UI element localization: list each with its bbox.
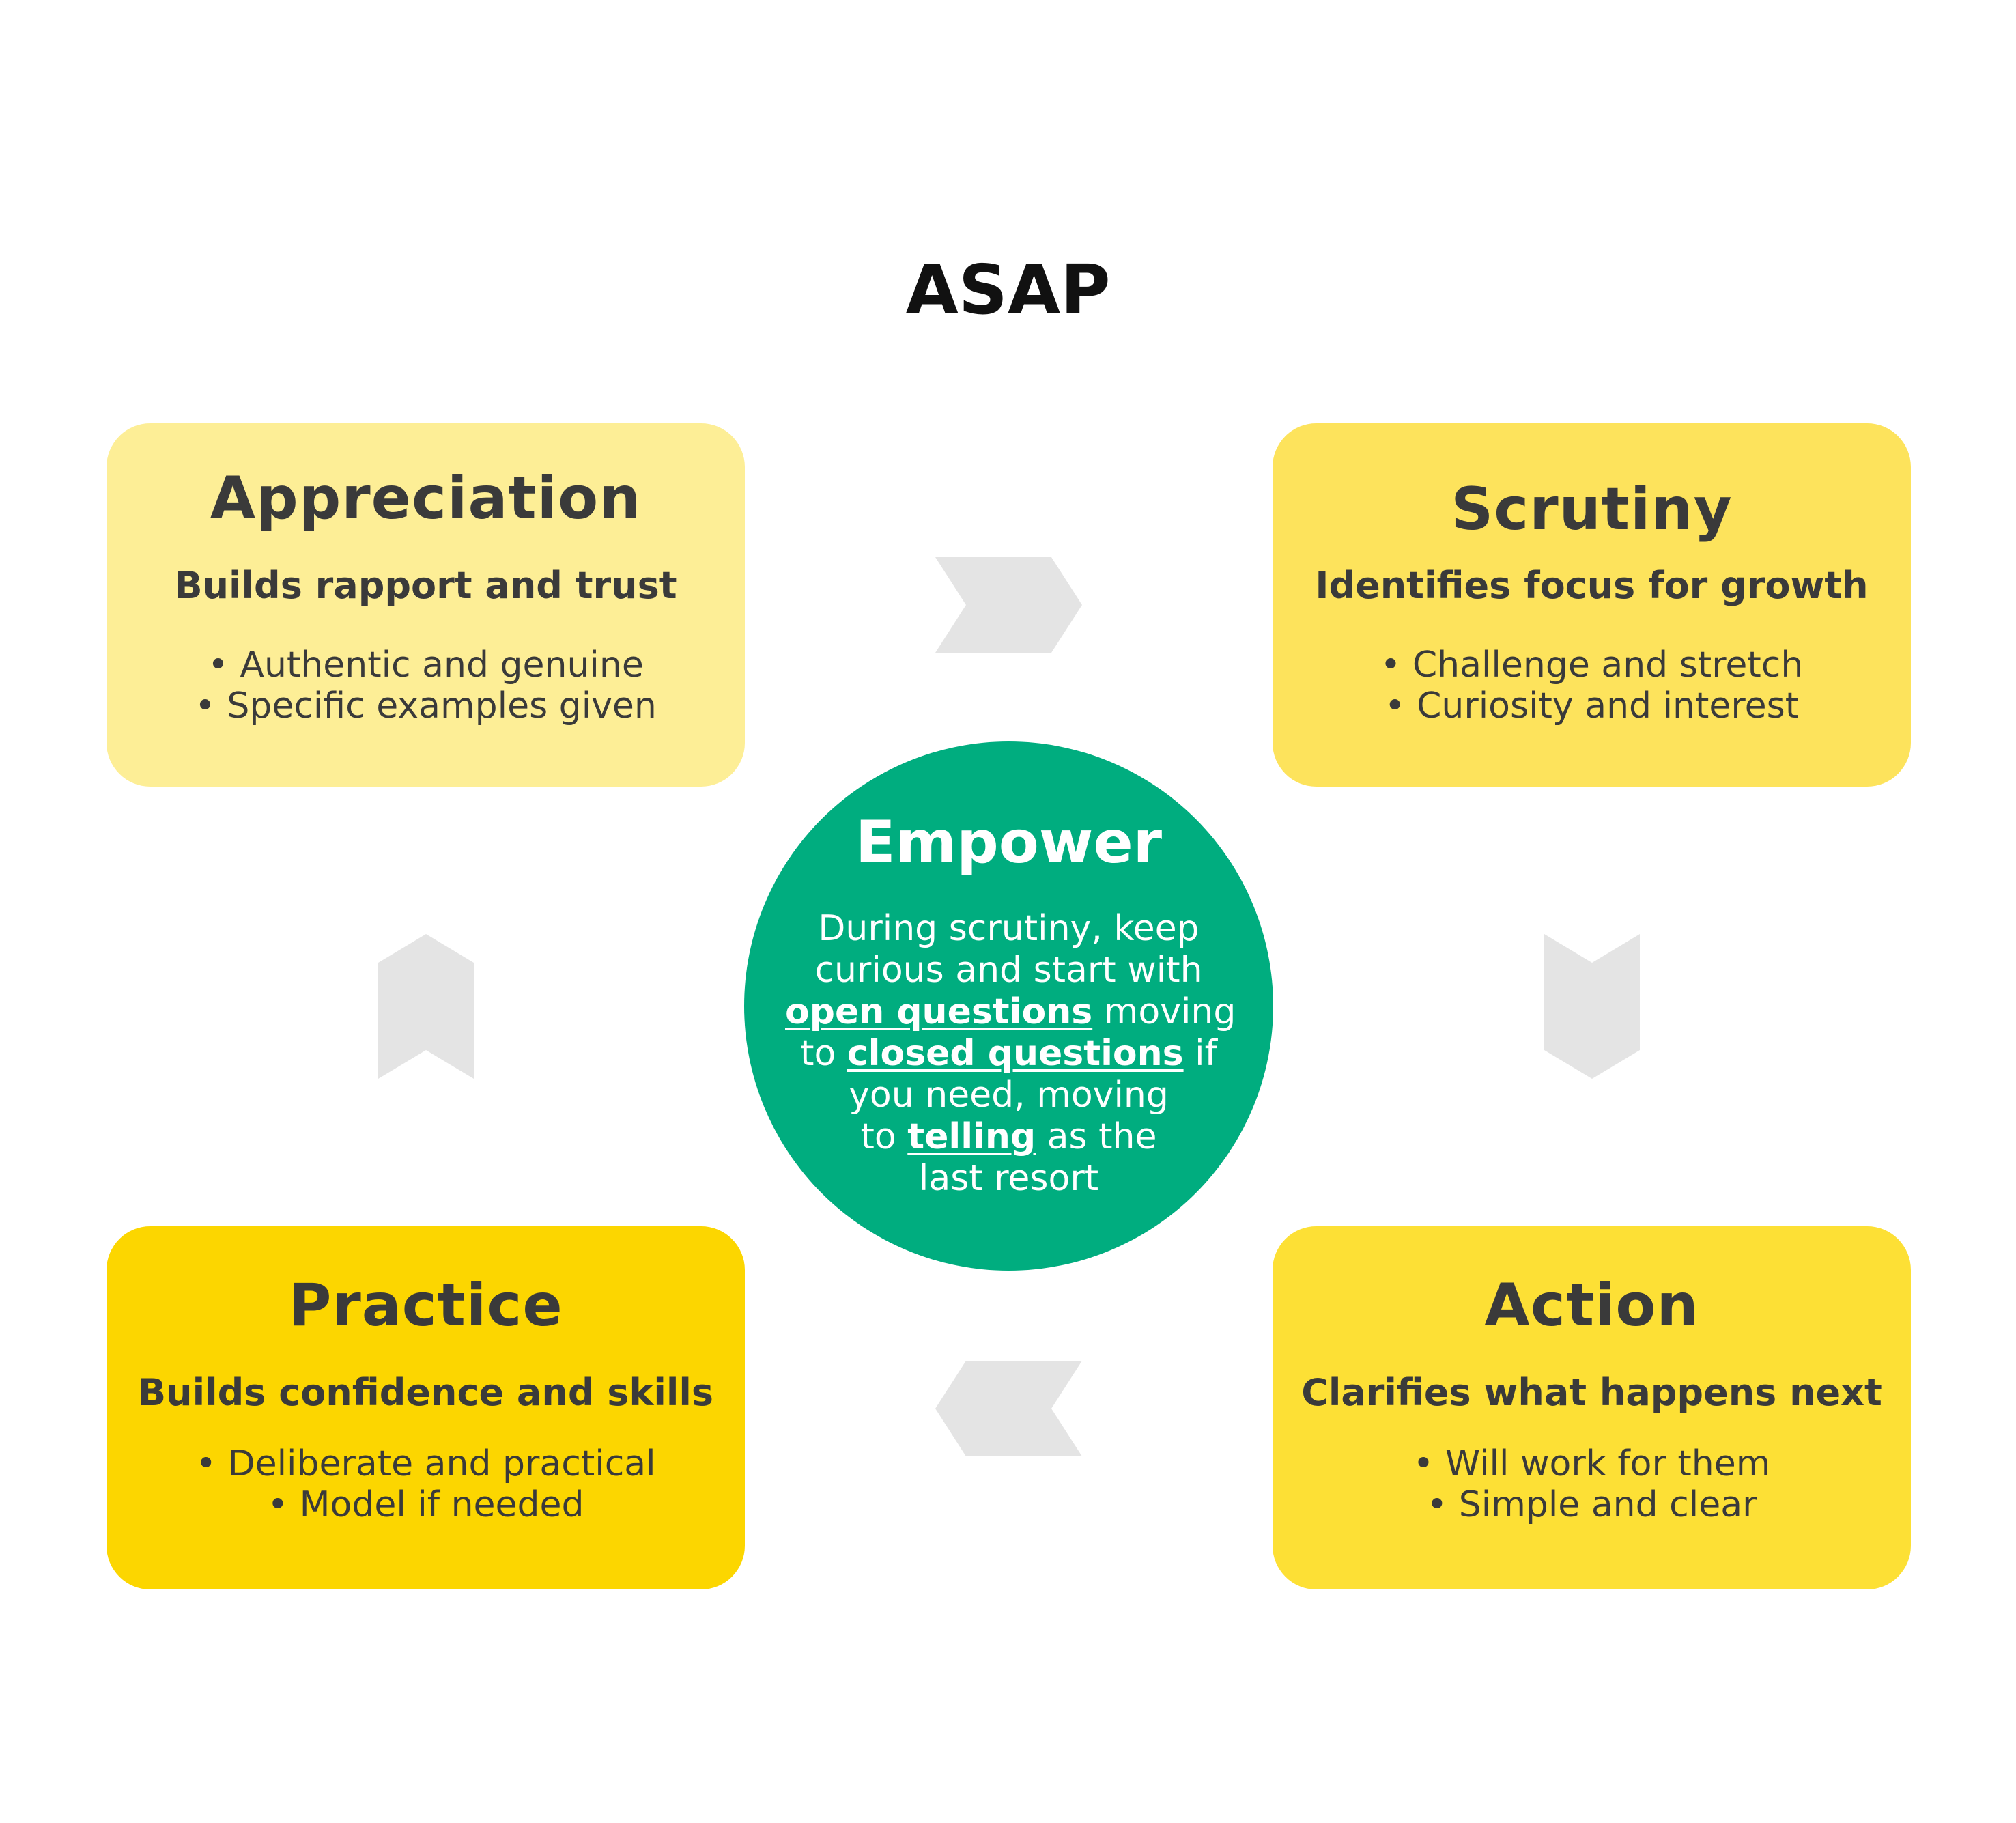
- empower-line: During scrutiny, keep: [818, 908, 1199, 949]
- empower-text: if: [1195, 1033, 1217, 1074]
- arrow-right-icon: [935, 557, 1082, 653]
- practice-card: Practice Builds confidence and skills De…: [107, 1226, 745, 1589]
- empower-text: as the: [1047, 1116, 1157, 1157]
- list-item: Will work for them: [1273, 1443, 1911, 1484]
- empower-text: moving: [1103, 991, 1236, 1032]
- diagram-title: ASAP: [905, 250, 1111, 330]
- appreciation-subtitle: Builds rapport and trust: [174, 564, 677, 607]
- appreciation-card: Appreciation Builds rapport and trust Au…: [107, 423, 745, 787]
- telling-highlight: telling: [907, 1116, 1036, 1157]
- scrutiny-subtitle: Identifies focus for growth: [1315, 564, 1869, 607]
- list-item: Curiosity and interest: [1273, 686, 1911, 726]
- appreciation-title: Appreciation: [210, 464, 642, 533]
- list-item: Model if needed: [107, 1484, 745, 1525]
- empower-line: you need, moving: [849, 1075, 1169, 1116]
- empower-line: curious and start with: [814, 950, 1203, 991]
- empower-title: Empower: [855, 808, 1163, 877]
- empower-circle: Empower During scrutiny, keep curious an…: [744, 741, 1273, 1271]
- empower-line: open questions moving: [785, 991, 1236, 1033]
- scrutiny-card: Scrutiny Identifies focus for growth Cha…: [1273, 423, 1911, 787]
- practice-subtitle: Builds confidence and skills: [137, 1371, 713, 1414]
- list-item: Simple and clear: [1273, 1484, 1911, 1525]
- empower-line: to closed questions if: [785, 1033, 1232, 1075]
- arrow-down-icon: [1544, 934, 1640, 1079]
- list-item: Deliberate and practical: [107, 1443, 745, 1484]
- practice-points: Deliberate and practical Model if needed: [107, 1443, 745, 1525]
- action-card: Action Clarifies what happens next Will …: [1273, 1226, 1911, 1589]
- closed-questions-highlight: closed questions: [847, 1033, 1184, 1074]
- list-item: Specific examples given: [107, 686, 745, 726]
- empower-text: to: [800, 1033, 836, 1074]
- action-subtitle: Clarifies what happens next: [1301, 1371, 1882, 1414]
- action-title: Action: [1484, 1271, 1699, 1340]
- empower-line: last resort: [918, 1158, 1099, 1199]
- arrow-left-icon: [935, 1361, 1082, 1456]
- scrutiny-title: Scrutiny: [1451, 475, 1733, 543]
- action-points: Will work for them Simple and clear: [1273, 1443, 1911, 1525]
- list-item: Challenge and stretch: [1273, 645, 1911, 686]
- empower-text: to: [860, 1116, 896, 1157]
- open-questions-highlight: open questions: [785, 991, 1093, 1032]
- empower-body: During scrutiny, keep curious and start …: [785, 908, 1236, 1200]
- practice-title: Practice: [288, 1271, 563, 1340]
- arrow-up-icon: [378, 934, 474, 1079]
- list-item: Authentic and genuine: [107, 645, 745, 686]
- scrutiny-points: Challenge and stretch Curiosity and inte…: [1273, 645, 1911, 726]
- empower-line: to telling as the: [785, 1116, 1232, 1158]
- appreciation-points: Authentic and genuine Specific examples …: [107, 645, 745, 726]
